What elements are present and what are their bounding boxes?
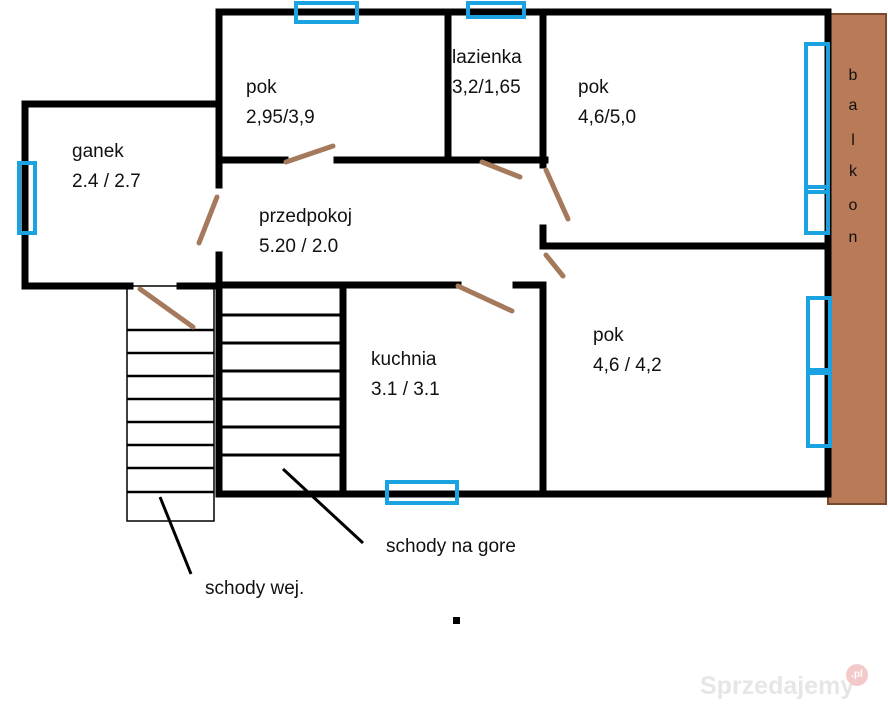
room-label-kuchnia: kuchnia 3.1 / 3.1 xyxy=(371,348,440,402)
room-label-pok-top-right: pok 4,6/5,0 xyxy=(578,76,636,130)
doors xyxy=(137,143,571,330)
balcony-strip xyxy=(827,13,887,505)
annotation-stairs-entry: schody wej. xyxy=(205,578,305,599)
room-dims: 2,95/3,9 xyxy=(246,107,315,128)
room-name: pok xyxy=(578,77,609,98)
room-name: lazienka xyxy=(452,47,522,68)
room-label-pok-top-left: pok 2,95/3,9 xyxy=(246,76,315,130)
room-dims: 3,2/1,65 xyxy=(452,77,521,98)
room-dims: 2.4 / 2.7 xyxy=(72,171,141,192)
balcony-letter: o xyxy=(848,197,858,214)
room-label-ganek: ganek 2.4 / 2.7 xyxy=(72,140,141,194)
stray-dot xyxy=(453,617,460,624)
balcony-letter: k xyxy=(849,163,857,180)
room-label-lazienka: lazienka 3,2/1,65 xyxy=(452,46,522,100)
room-label-przedpokoj: przedpokoj 5.20 / 2.0 xyxy=(259,205,352,259)
watermark: Sprzedajemy xyxy=(700,672,855,700)
balcony-letter: l xyxy=(851,132,855,149)
balcony-letter: a xyxy=(848,97,858,114)
watermark-badge: .pl xyxy=(846,664,868,686)
entry-staircase xyxy=(126,285,215,522)
balcony-letter: n xyxy=(848,229,858,246)
room-name: pok xyxy=(246,77,277,98)
room-name: ganek xyxy=(72,141,124,162)
walls xyxy=(21,8,832,498)
inner-staircase xyxy=(222,313,340,457)
balcony-letter: b xyxy=(848,67,858,84)
room-name: przedpokoj xyxy=(259,206,352,227)
windows xyxy=(17,1,832,505)
room-dims: 5.20 / 2.0 xyxy=(259,236,339,257)
room-dims: 3.1 / 3.1 xyxy=(371,379,440,400)
room-name: pok xyxy=(593,325,624,346)
room-dims: 4,6 / 4,2 xyxy=(593,355,662,376)
room-dims: 4,6/5,0 xyxy=(578,107,637,128)
room-label-pok-bottom-right: pok 4,6 / 4,2 xyxy=(593,324,662,378)
leader-lines xyxy=(158,467,365,575)
room-name: kuchnia xyxy=(371,349,437,370)
annotation-stairs-up: schody na gore xyxy=(386,536,516,557)
